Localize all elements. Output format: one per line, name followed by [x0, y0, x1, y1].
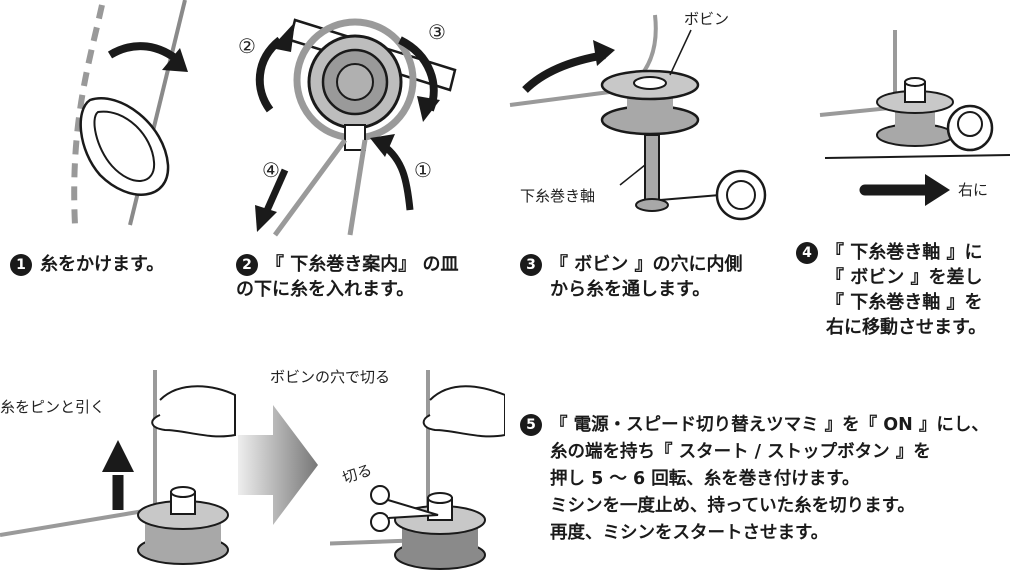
- to-right-label: 右に: [958, 181, 989, 199]
- step-marker-4: ④: [262, 158, 280, 182]
- step-2-line-1: 『 下糸巻き案内』 の皿: [266, 254, 459, 275]
- illustration-pull-thread: [0, 370, 236, 565]
- pull-taut-label: 糸をピンと引く: [0, 398, 106, 416]
- step-5-line-2: 糸の端を持ち『 スタート / ストップボタン 』を: [550, 442, 931, 462]
- step-5-number: 5: [520, 414, 542, 436]
- step-4: 4 『 下糸巻き軸 』に 『 ボビン 』を差し 『 下糸巻き軸 』を 右に移動させ…: [796, 240, 986, 340]
- step-marker-2: ②: [238, 34, 256, 58]
- illustration-shaft-right: [819, 30, 1010, 206]
- step-5: 5 『 電源・スピード切り替えツマミ 』を『 ON 』にし、 糸の端を持ち『 スタ…: [520, 412, 989, 547]
- step-3-number: 3: [520, 254, 542, 276]
- step-marker-1: ①: [414, 158, 432, 182]
- bobbin-label: ボビン: [684, 10, 730, 28]
- winder-shaft-label: 下糸巻き軸: [520, 187, 596, 205]
- step-3: 3 『 ボビン 』の穴に内側 から糸を通します。: [520, 252, 743, 302]
- step-5-line-4: ミシンを一度止め、持っていた糸を切ります。: [550, 496, 915, 516]
- step-5-line-5: 再度、ミシンをスタートさせます。: [550, 523, 829, 543]
- illustration-bobbin-shaft: [509, 14, 767, 221]
- step-4-line-3: 『 下糸巻き軸 』を: [826, 292, 983, 313]
- step-3-line-2: から糸を通します。: [550, 279, 711, 300]
- step-3-line-1: 『 ボビン 』の穴に内側: [550, 254, 743, 275]
- illustration-tension-disc: [255, 18, 457, 237]
- step-5-line-1: 『 電源・スピード切り替えツマミ 』を『 ON 』にし、: [550, 415, 989, 435]
- step-4-number: 4: [796, 242, 818, 264]
- illustration-cut-thread: [330, 370, 505, 570]
- step-1: 1 糸をかけます。: [10, 252, 164, 277]
- step-marker-3: ③: [428, 20, 446, 44]
- step-2-number: 2: [236, 254, 258, 276]
- step-1-number: 1: [10, 254, 32, 276]
- step-4-line-1: 『 下糸巻き軸 』に: [826, 242, 983, 263]
- step-5-line-3: 押し 5 ～ 6 回転、糸を巻き付けます。: [550, 469, 860, 489]
- illustration-thread-guide: [71, 0, 188, 226]
- gradient-arrow-icon: [238, 405, 318, 525]
- step-4-line-4: 右に移動させます。: [826, 317, 987, 338]
- cut-at-hole-label: ボビンの穴で切る: [270, 368, 391, 386]
- step-1-line-1: 糸をかけます。: [40, 254, 165, 275]
- step-2: 2 『 下糸巻き案内』 の皿 の下に糸を入れます。: [236, 252, 459, 302]
- step-2-line-2: の下に糸を入れます。: [236, 279, 415, 300]
- step-4-line-2: 『 ボビン 』を差し: [826, 267, 983, 288]
